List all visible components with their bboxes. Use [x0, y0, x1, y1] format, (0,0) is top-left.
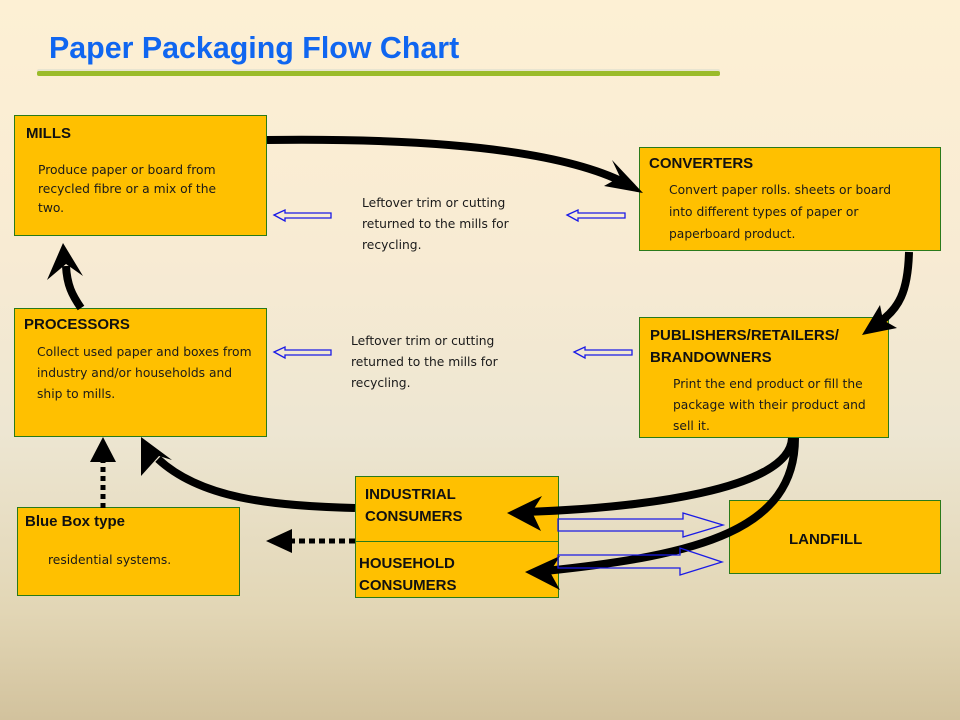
node-household-consumers: HOUSEHOLD CONSUMERS: [355, 541, 559, 598]
node-publishers-description: Print the end product or fill the packag…: [673, 377, 866, 433]
arrow-industrial-to-processors: [141, 437, 356, 512]
node-mills: MILLS Produce paper or board from recycl…: [14, 115, 267, 236]
note-trim-middle: Leftover trim or cutting returned to the…: [351, 334, 498, 390]
node-converters: CONVERTERS Convert paper rolls. sheets o…: [639, 147, 941, 251]
node-publishers: PUBLISHERS/RETAILERS/ BRANDOWNERS Print …: [639, 317, 889, 438]
node-converters-title: CONVERTERS: [649, 155, 754, 172]
node-mills-description: Produce paper or board from recycled fib…: [38, 163, 217, 215]
scrap-arrow-mid-to-mills: [272, 208, 332, 223]
node-processors-description: Collect used paper and boxes from indust…: [37, 345, 252, 401]
node-industrial-title: INDUSTRIAL CONSUMERS: [365, 486, 463, 525]
node-processors-title: PROCESSORS: [24, 316, 130, 333]
node-household-title: HOUSEHOLD CONSUMERS: [359, 555, 457, 594]
scrap-arrow-publishers-to-processors: [572, 345, 633, 360]
node-mills-title: MILLS: [26, 125, 71, 142]
arrow-processors-to-mills: [47, 243, 85, 311]
note-trim-top: Leftover trim or cutting returned to the…: [362, 196, 509, 252]
node-blue-box: Blue Box type residential systems.: [17, 507, 240, 596]
arrow-household-to-bluebox: [266, 529, 355, 553]
scrap-arrow-household-to-landfill: [557, 547, 725, 576]
node-blue-box-description: residential systems.: [48, 553, 172, 567]
arrow-publishers-to-industrial: [507, 437, 796, 531]
scrap-arrow-industrial-to-landfill: [557, 512, 726, 538]
arrow-bluebox-to-processors: [90, 437, 116, 508]
node-processors: PROCESSORS Collect used paper and boxes …: [14, 308, 267, 437]
node-publishers-title: PUBLISHERS/RETAILERS/ BRANDOWNERS: [650, 327, 839, 366]
scrap-arrow-converters-to-mills: [565, 208, 626, 223]
arrow-mills-to-converters: [266, 135, 643, 193]
page-title: Paper Packaging Flow Chart: [49, 30, 460, 65]
scrap-arrow-mid-to-processors: [272, 345, 332, 360]
arrow-converters-to-publishers: [862, 251, 913, 335]
arrow-publishers-to-household: [525, 437, 799, 590]
node-blue-box-title: Blue Box type: [25, 513, 126, 530]
title-underline: [37, 71, 720, 76]
node-converters-description: Convert paper rolls. sheets or board int…: [669, 183, 892, 241]
node-landfill-title: LANDFILL: [789, 531, 863, 548]
